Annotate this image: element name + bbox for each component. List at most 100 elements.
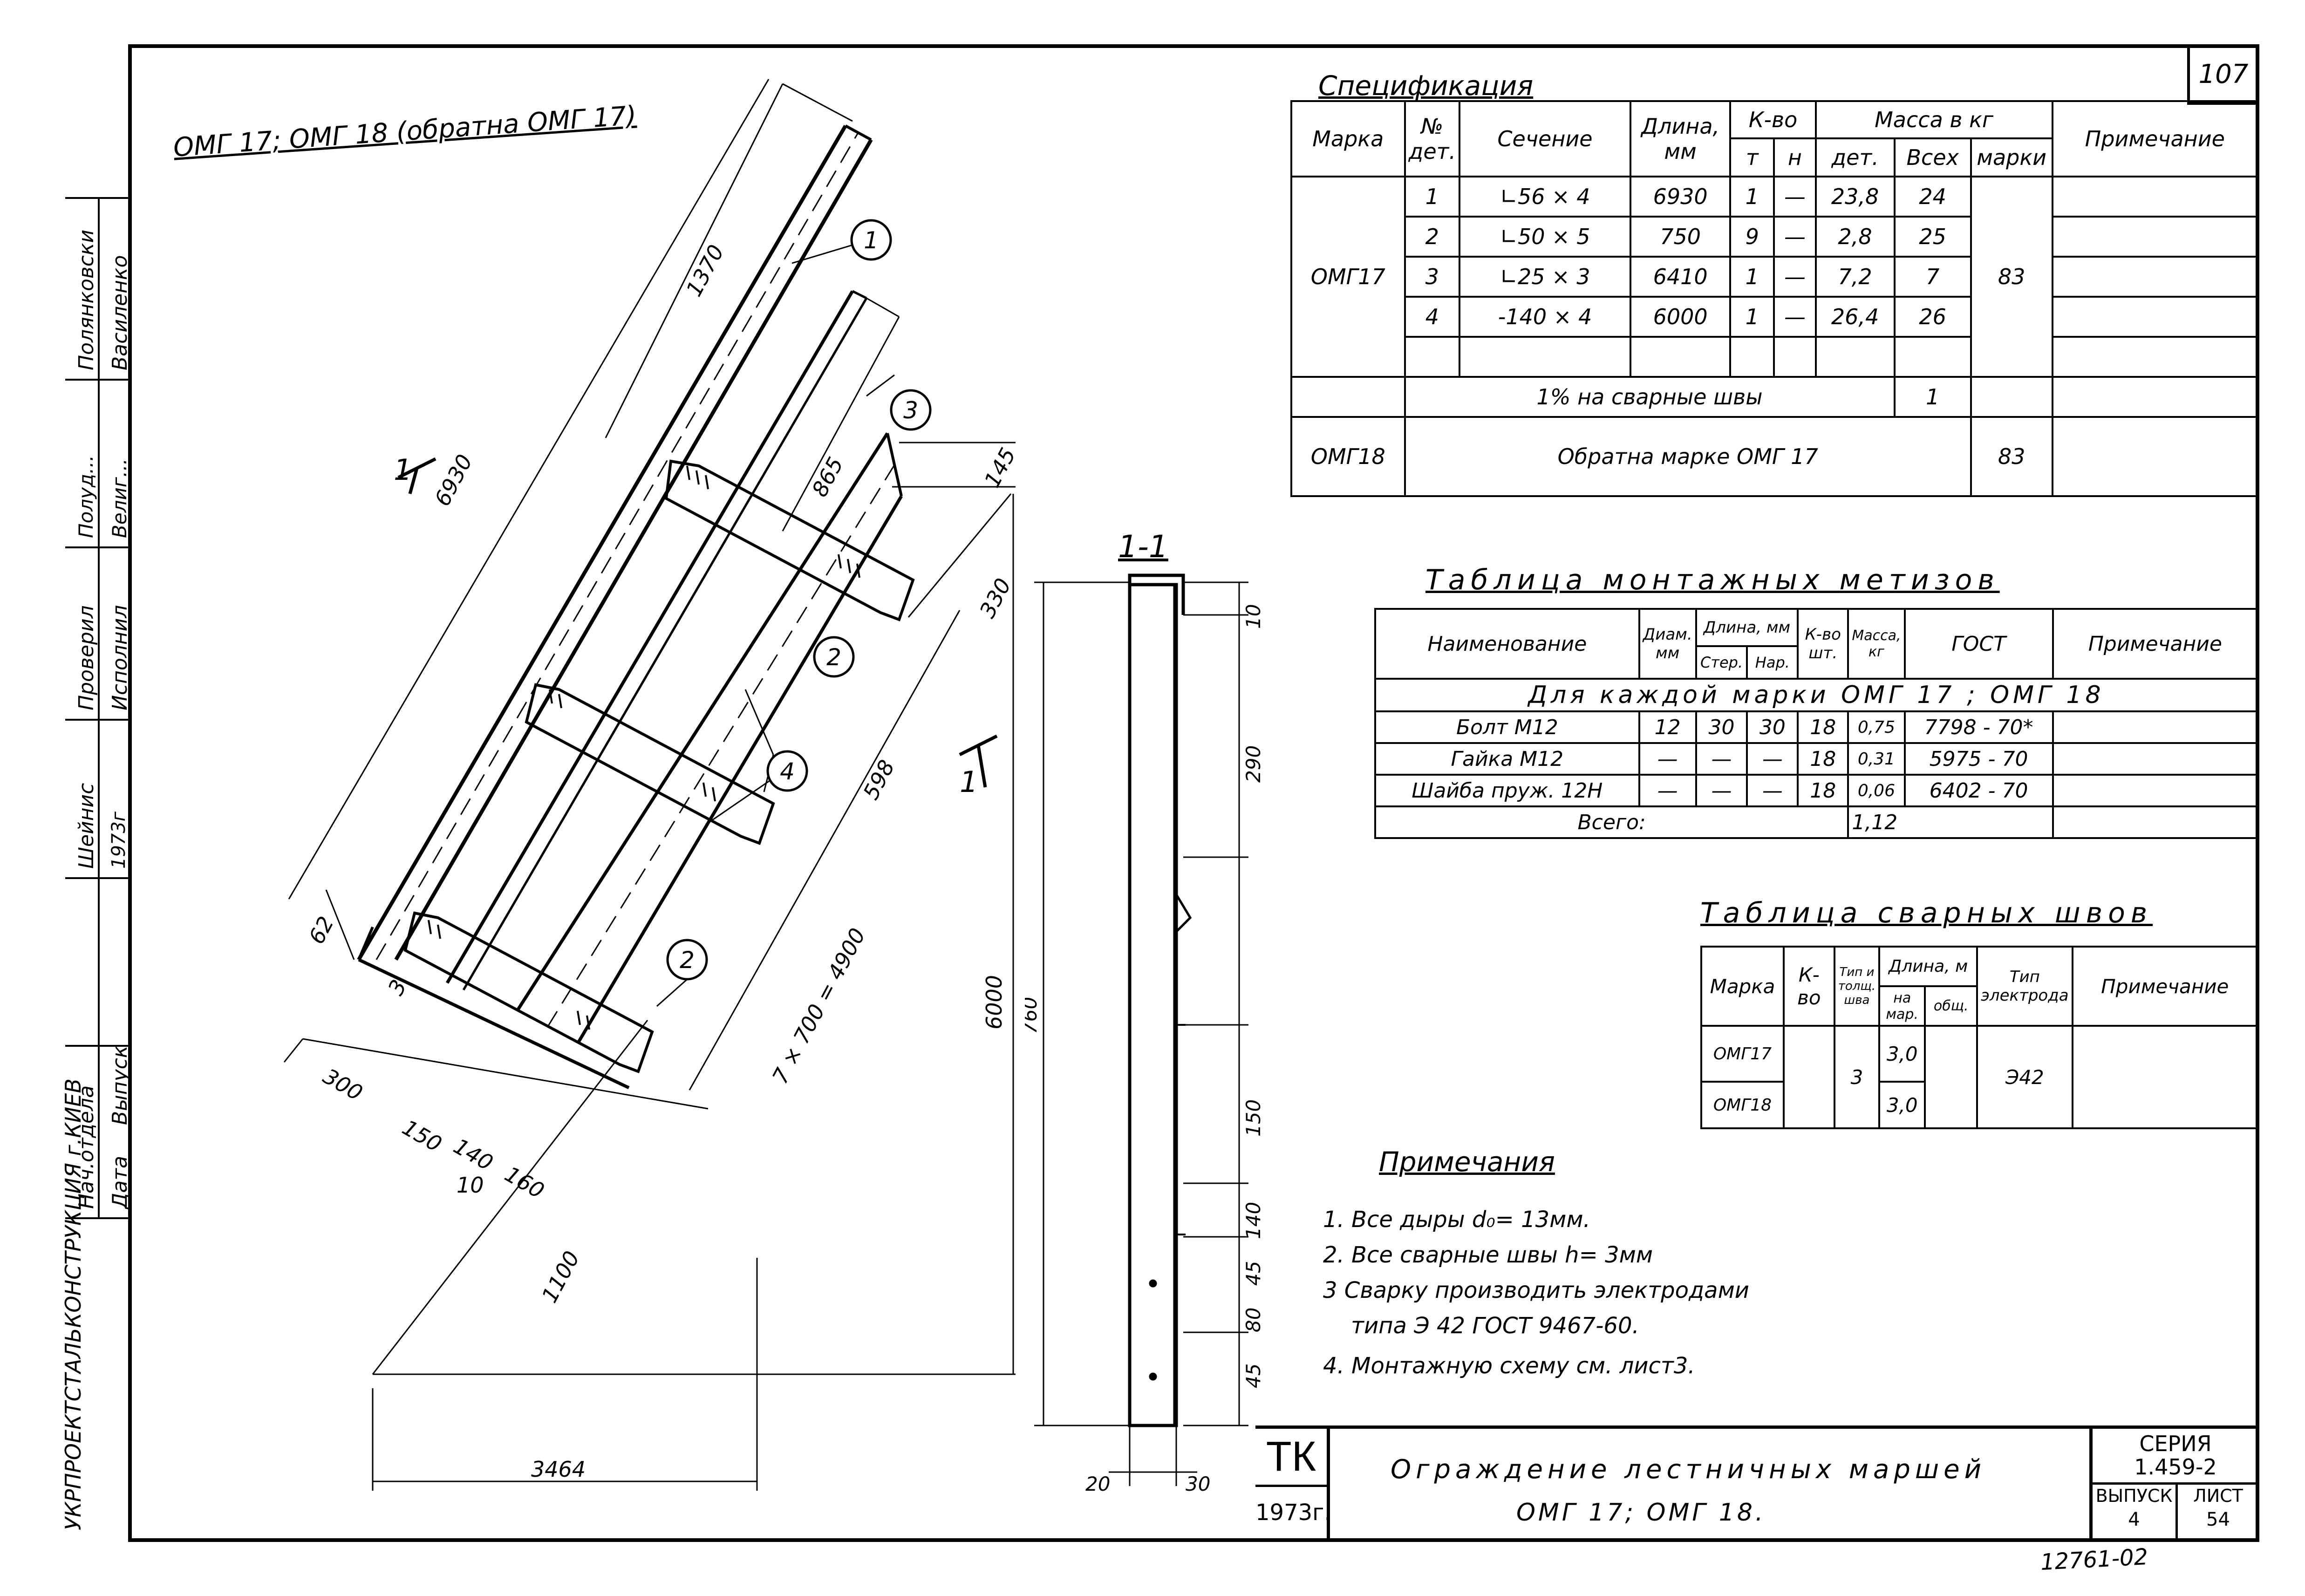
- spec-r3-ma: 7: [1893, 256, 1972, 298]
- series-label: СЕРИЯ: [2139, 1431, 2212, 1456]
- fasteners-table: Наименование Диам. мм Длина, мм К-во шт.…: [1374, 608, 2259, 839]
- fast-r2-m: 0,31: [1847, 742, 1906, 776]
- fast-r3-ls: —: [1695, 774, 1748, 807]
- spec-r2-sec: ∟50 × 5: [1459, 216, 1631, 258]
- sec-dim-45b: 45: [1242, 1364, 1265, 1388]
- callout-3-label: 3: [903, 397, 918, 424]
- spec-r1-len: 6930: [1629, 176, 1732, 218]
- spec-h-num: № дет.: [1404, 100, 1461, 177]
- fast-r2-name: Гайка М12: [1374, 742, 1640, 776]
- spec-welds-label: 1% на сварные швы: [1404, 376, 1896, 418]
- weld-electrode: Э42: [1976, 1025, 2073, 1129]
- spec-r3-len: 6410: [1629, 256, 1732, 298]
- issue-value: 4: [2128, 1509, 2140, 1530]
- spec-h-mdet: дет.: [1814, 137, 1896, 177]
- dim-145-label: 145: [979, 443, 1021, 491]
- dim-140-label: 140: [450, 1133, 498, 1176]
- weld-h-ltotal: общ.: [1924, 985, 1978, 1027]
- section-1-1-drawing: 10 290 150 140 45 80 45 760 20 30: [1025, 573, 1265, 1495]
- weld-h-length: Длина, м: [1878, 946, 1978, 987]
- spec-r3-sec: ∟25 × 3: [1459, 256, 1631, 298]
- spec-r2-h: —: [1773, 216, 1817, 258]
- fast-r1-name: Болт М12: [1374, 710, 1640, 744]
- weld-type: 3: [1833, 1025, 1881, 1129]
- spec-r4-sec: -140 × 4: [1459, 296, 1631, 338]
- sec-dim-290: 290: [1242, 745, 1265, 783]
- spec-h-mmark: марки: [1970, 137, 2053, 177]
- spec-h-length: Длина, мм: [1629, 100, 1732, 177]
- section-title: 1-1: [1118, 529, 1168, 565]
- spec-r1-md: 23,8: [1814, 176, 1896, 218]
- fast-h-name: Наименование: [1374, 608, 1640, 680]
- sheet-frame: [128, 44, 2259, 1542]
- plate-140x4-bottom: [576, 495, 903, 1044]
- note-4: 4. Монтажную схему см. лист3.: [1323, 1353, 1695, 1379]
- fast-r2-q: 18: [1797, 742, 1849, 776]
- dim-62-label: 62: [304, 912, 339, 948]
- weld-r1-mark: ОМГ17: [1700, 1025, 1785, 1083]
- sec-dim-45a: 45: [1242, 1261, 1265, 1286]
- fast-h-gost: ГОСТ: [1903, 608, 2054, 680]
- fast-r1-ls: 30: [1695, 710, 1748, 744]
- fast-r2-ln: —: [1746, 742, 1799, 776]
- fast-h-nar: Нар.: [1746, 645, 1799, 680]
- dim-4900-label: 7 × 700 = 4900: [767, 924, 870, 1088]
- tk-box: ТК 1973г.: [1255, 1429, 1331, 1542]
- weld-h-lmark: на мар.: [1878, 985, 1926, 1027]
- callout-2a: [813, 636, 855, 678]
- fast-r1-q: 18: [1797, 710, 1849, 744]
- weld-h-note: Примечание: [2071, 946, 2259, 1027]
- fast-r2-d: —: [1638, 742, 1697, 776]
- fasteners-title: Таблица монтажных метизов: [1425, 564, 2000, 596]
- dim-300-label: 300: [319, 1064, 367, 1106]
- fast-r3-m: 0,06: [1847, 774, 1906, 807]
- spec-r3-t: 1: [1729, 256, 1775, 298]
- dim-330: [907, 493, 1012, 618]
- dim-160-label: 160: [501, 1161, 549, 1204]
- weld-h-type: Тип и толщ. шва: [1833, 946, 1881, 1027]
- spec-r3-h: —: [1773, 256, 1817, 298]
- dim-1100: [372, 1020, 648, 1375]
- section-plate: [1128, 583, 1178, 1427]
- spec-h-mass: Масса в кг: [1814, 100, 2053, 139]
- dim-6930: [288, 79, 770, 900]
- dim-150-label: 150: [398, 1115, 446, 1157]
- spec-r1-sec: ∟56 × 4: [1459, 176, 1631, 218]
- angle-56x4-outer: [357, 124, 847, 961]
- callout-2b-label: 2: [680, 947, 695, 974]
- spec-r4-md: 26,4: [1814, 296, 1896, 338]
- issue-label: ВЫПУСК: [2095, 1486, 2173, 1506]
- fast-r1-g: 7798 - 70*: [1903, 710, 2054, 744]
- spec-r3-md: 7,2: [1814, 256, 1896, 298]
- spec-h-t: т: [1729, 137, 1775, 177]
- fast-r3-d: —: [1638, 774, 1697, 807]
- elevation-drawing: 1 3 2 4 2 1 1 1370 6930 865 145 330 598 …: [283, 79, 1021, 1491]
- spec-h-note: Примечание: [2051, 100, 2259, 177]
- spec-mark2: ОМГ18: [1290, 416, 1406, 497]
- side-stamp-grid: [65, 197, 132, 1219]
- section-mark-bottom-label: 1: [960, 765, 978, 799]
- fast-h-note: Примечание: [2052, 608, 2259, 680]
- spec-r1-h: —: [1773, 176, 1817, 218]
- spec-mark1-total: 83: [1970, 176, 2053, 378]
- notes-title: Примечания: [1379, 1146, 1555, 1178]
- posts: [403, 459, 915, 1073]
- dim-598-label: 598: [858, 756, 900, 804]
- dim-1370-label: 1370: [681, 240, 729, 300]
- callout-3: [890, 389, 932, 431]
- fast-h-mass: Масса, кг: [1847, 608, 1906, 680]
- sec-dim-30: 30: [1186, 1473, 1210, 1495]
- fast-r3-q: 18: [1797, 774, 1849, 807]
- spec-r2-len: 750: [1629, 216, 1732, 258]
- angle-56x4-inner: [394, 138, 873, 961]
- dim-3464-label: 3464: [531, 1457, 586, 1482]
- spec-r4-len: 6000: [1629, 296, 1732, 338]
- dim-6930-label: 6930: [430, 450, 477, 510]
- dim-10-label: 10: [457, 1173, 484, 1198]
- spec-h-n: н: [1773, 137, 1817, 177]
- note-3b: типа Э 42 ГОСТ 9467-60.: [1351, 1313, 1639, 1339]
- angle-25x3: [445, 290, 854, 984]
- title-line-2: ОМГ 17; ОМГ 18.: [1516, 1499, 1766, 1527]
- spec-r3-n: 3: [1404, 256, 1461, 298]
- tk-label: ТК: [1255, 1429, 1327, 1487]
